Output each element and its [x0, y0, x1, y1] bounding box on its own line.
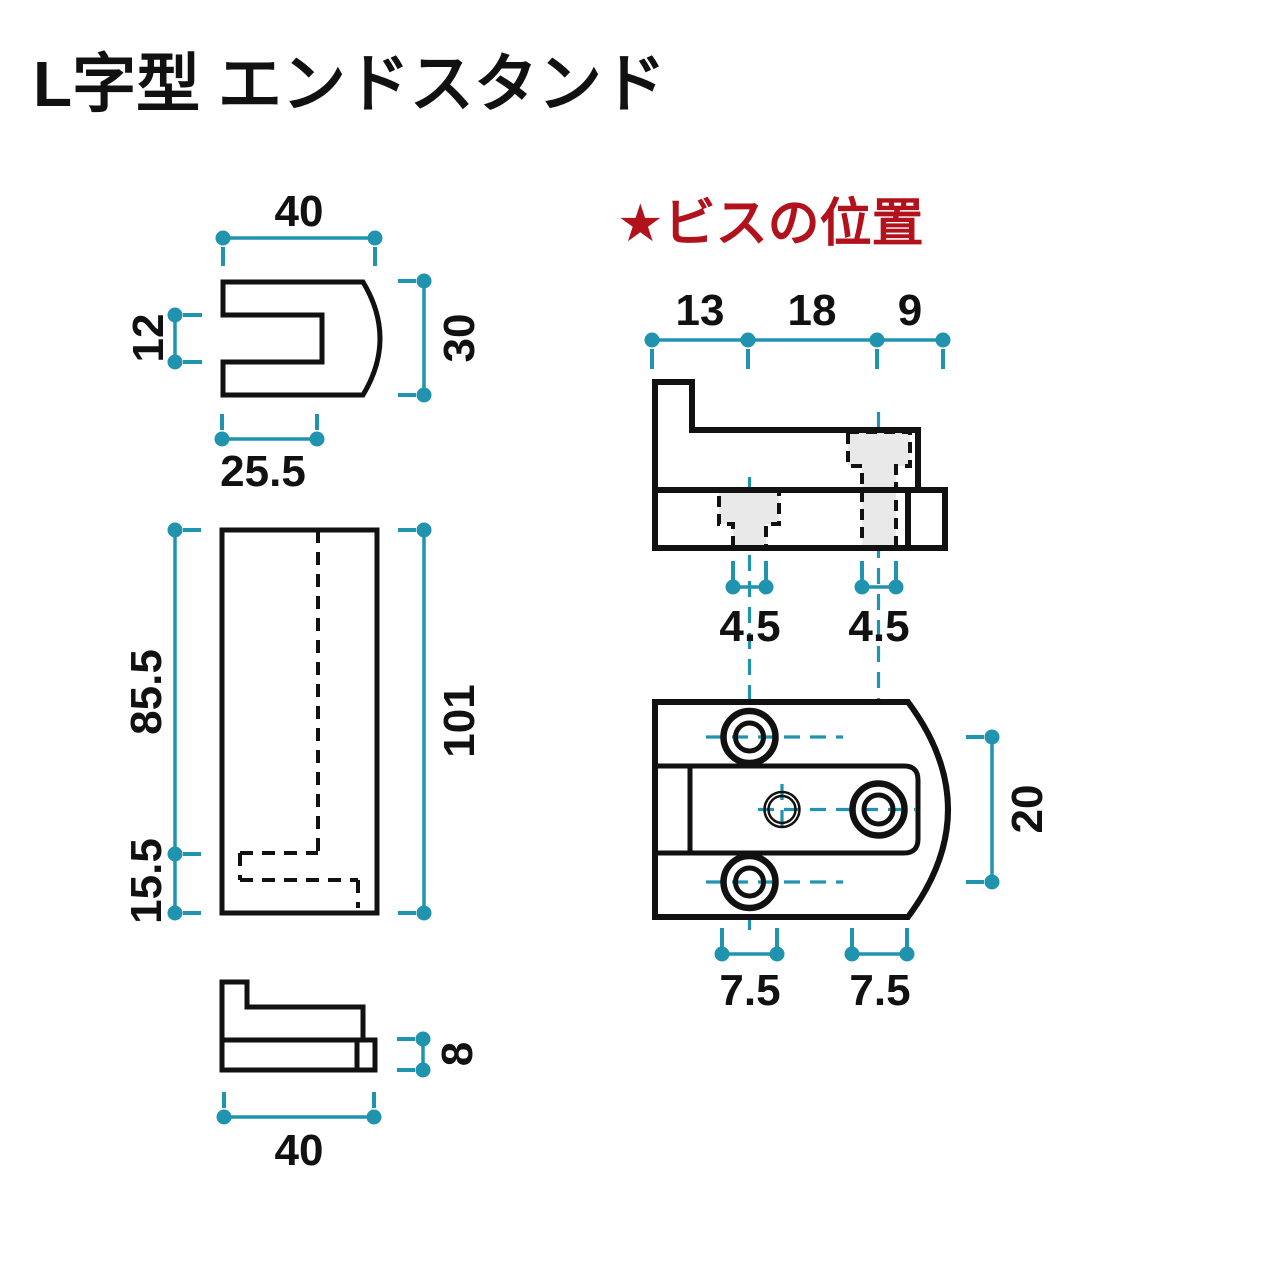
page-title: L字型 エンドスタンド	[33, 48, 666, 120]
front-hidden-lines	[238, 530, 360, 908]
dim-front-left: 85.5 15.5	[122, 522, 201, 924]
plan-hole-small	[763, 790, 801, 829]
dim-label-front-upper: 85.5	[122, 649, 171, 735]
dim-label-front-total: 101	[435, 684, 484, 757]
dim-label-edge-to-screw1: 13	[676, 286, 725, 335]
screw1-silhouette	[717, 489, 781, 549]
view-screw-plan: 20 7.5 7.5	[652, 699, 1052, 1015]
dim-label-counterbore-right: 7.5	[849, 966, 910, 1015]
plan-hole-top	[720, 707, 779, 767]
view-screw-side: 13 18 9 4.5 4.5	[644, 286, 951, 651]
dim-screw1-dia: 4.5	[719, 561, 781, 651]
view-base-side: 8 40	[216, 979, 482, 1175]
dim-label-clip-height: 30	[435, 314, 484, 363]
screw-position-note: ★ビスの位置	[617, 195, 924, 253]
dim-clip-slot-height: 12	[124, 307, 202, 370]
dim-clip-slot-depth: 25.5	[214, 414, 325, 496]
plan-hole-bottom	[720, 852, 779, 912]
dim-screw-spacing: 13 18 9	[644, 286, 951, 369]
dim-label-front-lower: 15.5	[122, 838, 171, 924]
dim-label-screw2-dia: 4.5	[848, 602, 909, 651]
dim-clip-width: 40	[215, 187, 383, 266]
plan-hole-middle	[849, 780, 908, 839]
dim-label-screw1-dia: 4.5	[719, 602, 780, 651]
dim-label-base-length: 40	[275, 1126, 324, 1175]
dim-base-length: 40	[216, 1092, 382, 1175]
dim-label-clip-slot-height: 12	[124, 314, 173, 363]
dim-label-hole-pitch: 20	[1003, 785, 1052, 834]
dim-clip-height: 30	[398, 273, 484, 403]
front-outline	[219, 527, 380, 916]
dim-base-thickness: 8	[397, 1031, 482, 1078]
dim-label-clip-width: 40	[275, 187, 324, 236]
dim-front-total: 101	[398, 522, 484, 921]
dim-label-clip-slot-depth: 25.5	[220, 447, 306, 496]
dim-label-screw1-to-screw2: 18	[788, 286, 837, 335]
dim-hole-pitch: 20	[966, 729, 1052, 890]
dim-counterbore-left: 7.5	[714, 928, 785, 1015]
plan-slot-outline	[687, 763, 921, 856]
view-front: 85.5 15.5 101	[122, 522, 484, 924]
dim-label-base-thickness: 8	[433, 1042, 482, 1066]
clip-profile-outline	[220, 279, 383, 398]
dim-label-counterbore-left: 7.5	[719, 966, 780, 1015]
dim-label-screw2-to-edge: 9	[898, 286, 922, 335]
base-side-outline	[219, 979, 378, 1073]
view-clip-profile: 40 12 30 25.5	[124, 187, 484, 496]
dim-counterbore-right: 7.5	[844, 928, 915, 1015]
dim-screw2-dia: 4.5	[848, 561, 910, 651]
